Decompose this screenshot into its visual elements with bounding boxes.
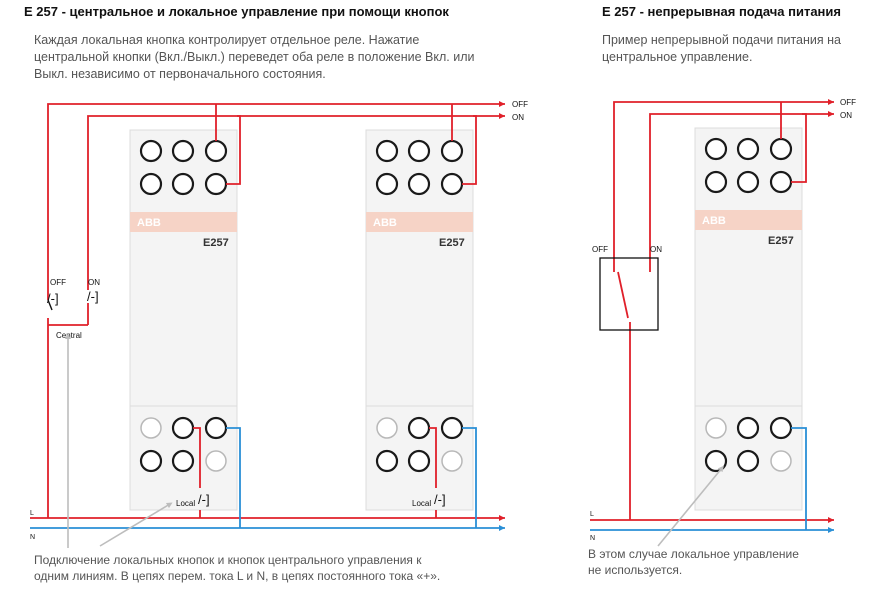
n-line-label-right: N: [590, 535, 595, 542]
left-title: E 257 - центральное и локальное управлен…: [24, 4, 449, 19]
red-wiring-left: [30, 101, 505, 521]
pointer-arrows-left: [65, 333, 173, 548]
local-label: Local: [176, 499, 195, 508]
pointer-arrow-right: [657, 465, 724, 547]
terminals: [139, 137, 793, 473]
central-off-switch: [47, 299, 53, 311]
left-caption-line: одним линиям. В цепях перем. тока L и N,…: [34, 569, 441, 583]
left-description: Каждая локальная кнопка контролирует отд…: [34, 32, 474, 83]
left-description-line: центральной кнопки (Вкл./Выкл.) переведе…: [34, 50, 475, 64]
l-line-label-right: L: [590, 511, 594, 518]
left-description-line: Каждая локальная кнопка контролирует отд…: [34, 33, 420, 47]
model-label: E257: [768, 235, 794, 247]
right-caption: В этом случае локальное управление не ис…: [588, 546, 799, 578]
central-off-label: OFF: [50, 278, 66, 287]
central-on-switch-icon: /-]: [87, 289, 99, 304]
blue-wiring-left: [30, 427, 505, 531]
abb-logo: ABB: [373, 217, 397, 229]
right-caption-line: В этом случае локальное управление: [588, 547, 799, 561]
central-off-switch-icon: /-]: [47, 291, 59, 306]
model-label: E257: [439, 237, 465, 249]
left-description-line: Выкл. независимо от первоначального сост…: [34, 67, 326, 81]
continuous-supply-switch: [599, 257, 659, 331]
central-on-label: ON: [88, 278, 100, 287]
off-line-label-right: OFF: [840, 98, 856, 107]
abb-logo: ABB: [702, 215, 726, 227]
on-line-label-right: ON: [840, 111, 852, 120]
right-description-line: центральное управление.: [602, 50, 753, 64]
right-title: E 257 - непрерывная подача питания: [602, 4, 841, 19]
local-switch-icon: /-]: [434, 492, 446, 507]
abb-logo: ABB: [137, 217, 161, 229]
right-caption-line: не используется.: [588, 563, 683, 577]
left-caption-line: Подключение локальных кнопок и кнопок це…: [34, 553, 422, 567]
local-label: Local: [412, 499, 431, 508]
l-line-label: L: [30, 510, 34, 517]
n-line-label: N: [30, 534, 35, 541]
supply-on-label: ON: [650, 245, 662, 254]
local-switch-icon: /-]: [198, 492, 210, 507]
central-label: Central: [56, 331, 82, 340]
red-wiring-right: [590, 99, 834, 523]
supply-off-label: OFF: [592, 245, 608, 254]
blue-wiring-right: [590, 427, 834, 533]
right-description: Пример непрерывной подачи питания на цен…: [602, 32, 841, 66]
on-line-label: ON: [512, 113, 524, 122]
left-caption: Подключение локальных кнопок и кнопок це…: [34, 552, 440, 584]
model-label: E257: [203, 237, 229, 249]
right-description-line: Пример непрерывной подачи питания на: [602, 33, 841, 47]
off-line-label: OFF: [512, 100, 528, 109]
